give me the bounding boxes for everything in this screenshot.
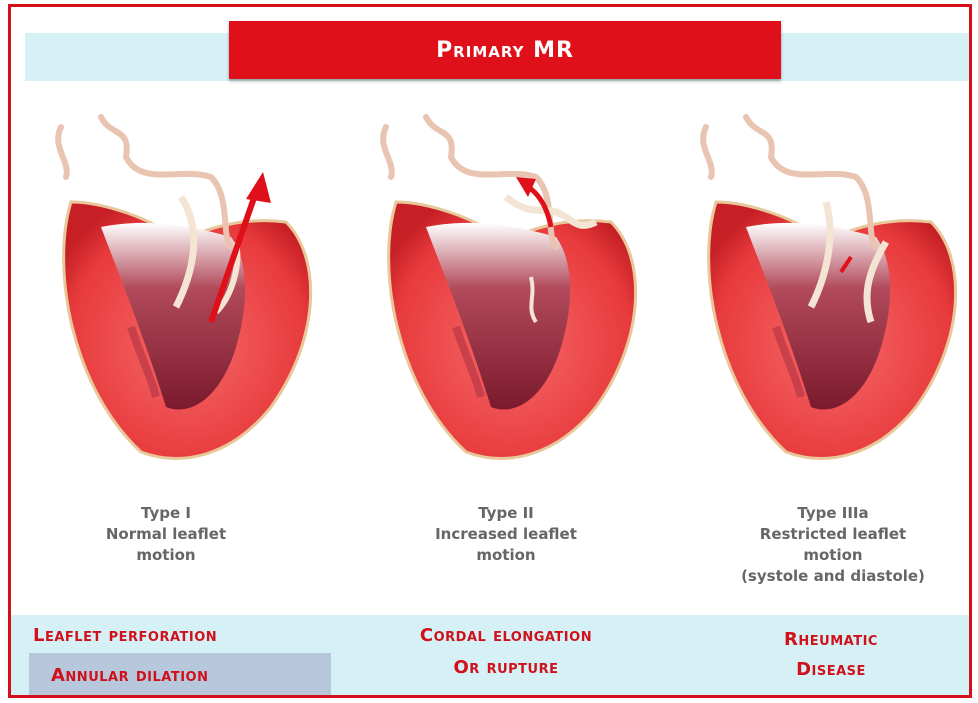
caption-line: Restricted leaflet <box>723 524 943 545</box>
regurgitation-arrow-head <box>246 172 271 203</box>
cause-rheumatic: Rheumatic <box>741 629 921 650</box>
heart-type-1-svg <box>31 107 331 487</box>
caption-line: motion <box>723 545 943 566</box>
caption-line: Type I <box>71 503 261 524</box>
cause-cordal-elongation: Cordal elongation <box>381 625 631 646</box>
heart-type-3a-svg <box>676 107 972 487</box>
caption-type-3a: Type IIIa Restricted leaflet motion (sys… <box>723 503 943 587</box>
caption-line: motion <box>406 545 606 566</box>
title-banner: Primary MR <box>229 21 781 79</box>
slide-frame: Primary MR <box>8 4 972 698</box>
caption-line: motion <box>71 545 261 566</box>
caption-line: Normal leaflet <box>71 524 261 545</box>
caption-type-1: Type I Normal leaflet motion <box>71 503 261 566</box>
caption-line: Type II <box>406 503 606 524</box>
heart-type-2-svg <box>356 107 656 487</box>
cause-leaflet-perforation: Leaflet perforation <box>33 625 303 646</box>
slide-title: Primary MR <box>436 38 574 63</box>
heart-illustration-type-3a <box>676 107 972 487</box>
heart-illustration-type-2 <box>356 107 656 487</box>
caption-line: Increased leaflet <box>406 524 606 545</box>
heart-illustration-type-1 <box>31 107 331 487</box>
cause-or-rupture: Or rupture <box>381 657 631 678</box>
cause-annular-dilation: Annular dilation <box>51 665 311 686</box>
cause-disease: Disease <box>741 659 921 680</box>
caption-line: (systole and diastole) <box>723 566 943 587</box>
caption-type-2: Type II Increased leaflet motion <box>406 503 606 566</box>
caption-line: Type IIIa <box>723 503 943 524</box>
